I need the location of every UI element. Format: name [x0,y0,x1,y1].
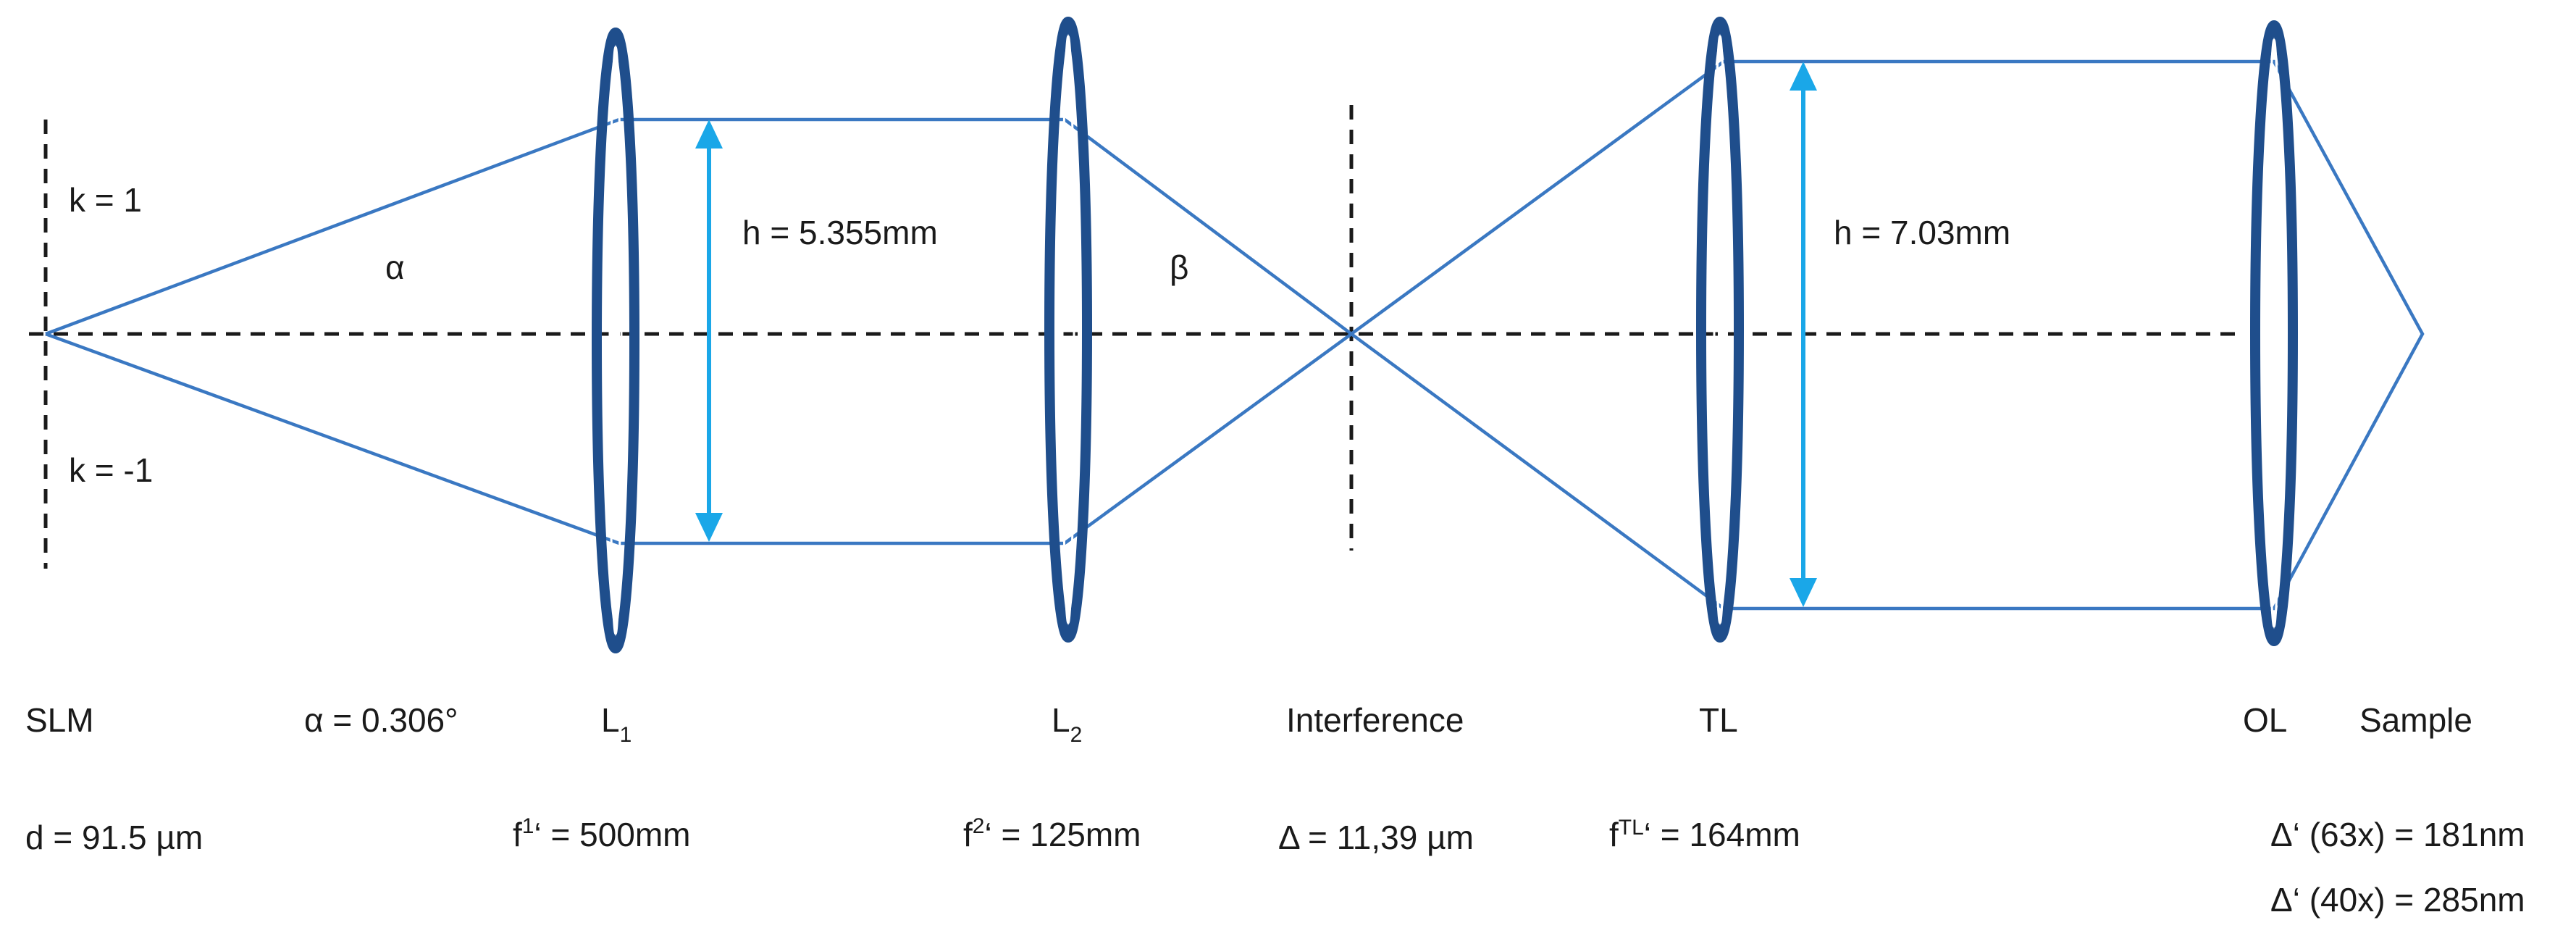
delta-63x-label: Δ‘ (63x) = 181nm [2270,816,2525,853]
alpha-value-label: α = 0.306° [304,701,458,739]
alpha-symbol: α [385,248,405,286]
slm-label: SLM [25,701,94,739]
f2-label: f2‘ = 125mm [963,814,1141,853]
lens-tl [1696,17,1744,643]
sample-label: Sample [2359,701,2472,739]
interference-label: Interference [1286,701,1464,739]
delta-value-label: Δ = 11,39 µm [1278,819,1474,856]
k-plus-label: k = 1 [69,181,142,219]
lens-l1 [592,28,639,653]
l2-label: L2 [1052,701,1082,747]
height-label-1: h = 5.355mm [742,214,938,251]
height-label-2: h = 7.03mm [1834,214,2010,251]
beta-symbol: β [1170,248,1188,286]
ol-label: OL [2243,701,2287,739]
height-arrow-2 [1790,62,1817,607]
l1-label: L1 [601,701,632,747]
tl-label: TL [1699,701,1738,739]
ftl-label: fTL‘ = 164mm [1609,816,1800,853]
d-value-label: d = 91.5 µm [25,819,203,856]
delta-40x-label: Δ‘ (40x) = 285nm [2270,881,2525,919]
height-arrow-1 [695,120,723,542]
lens-ol [2250,20,2298,646]
k-minus-label: k = -1 [69,451,153,489]
f1-label: f1‘ = 500mm [513,814,691,853]
lens-l2 [1044,17,1092,643]
